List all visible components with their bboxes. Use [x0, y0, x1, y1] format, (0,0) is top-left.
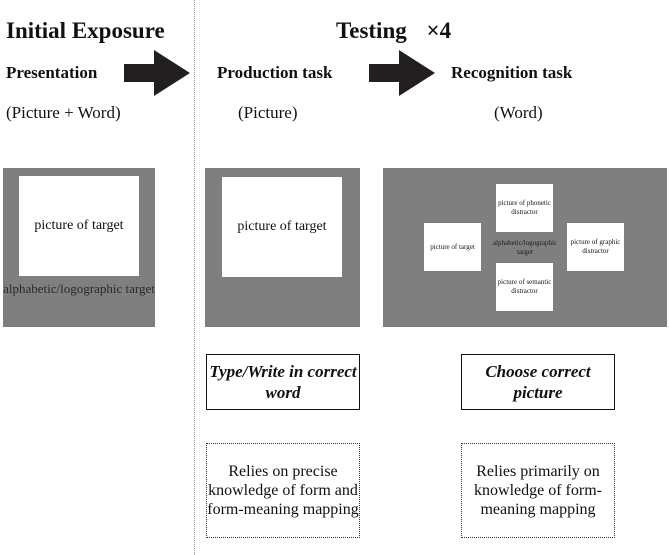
initial-exposure-heading: Initial Exposure — [6, 18, 165, 43]
arrow-right-icon — [369, 50, 435, 96]
testing-label: Testing — [336, 18, 407, 43]
testing-heading: Testing ×4 — [336, 18, 451, 44]
semantic-distractor-card: picture of semantic distractor — [496, 263, 553, 311]
recognition-task-box: Choose correct picture — [461, 354, 615, 410]
production-modality: (Picture) — [238, 103, 298, 122]
phase-divider — [194, 0, 195, 555]
production-screen: picture of target — [205, 168, 360, 327]
target-picture-card: picture of target — [19, 176, 139, 276]
presentation-screen: picture of target alphabetic/logographic… — [3, 168, 155, 327]
production-task-box: Type/Write in correct word — [206, 354, 360, 410]
target-word: alphabetic/logographic target — [3, 281, 155, 296]
target-picture-card: picture of target — [424, 223, 481, 271]
recognition-note-box: Relies primarily on knowledge of form-me… — [461, 443, 615, 538]
repeat-count: ×4 — [426, 18, 452, 43]
phonetic-distractor-card: picture of phonetic distractor — [496, 184, 553, 232]
production-note-box: Relies on precise knowledge of form and … — [206, 443, 360, 538]
graphic-distractor-card: picture of graphic distractor — [567, 223, 624, 271]
target-word: alphabetic/logographic target — [492, 239, 558, 256]
recognition-screen: picture of phonetic distractor picture o… — [383, 168, 667, 327]
target-picture-card: picture of target — [222, 177, 342, 277]
presentation-title: Presentation — [6, 63, 98, 82]
recognition-modality: (Word) — [494, 103, 543, 122]
recognition-title: Recognition task — [451, 63, 573, 82]
production-title: Production task — [217, 63, 333, 82]
arrow-right-icon — [124, 50, 190, 96]
presentation-modality: (Picture + Word) — [6, 103, 121, 122]
